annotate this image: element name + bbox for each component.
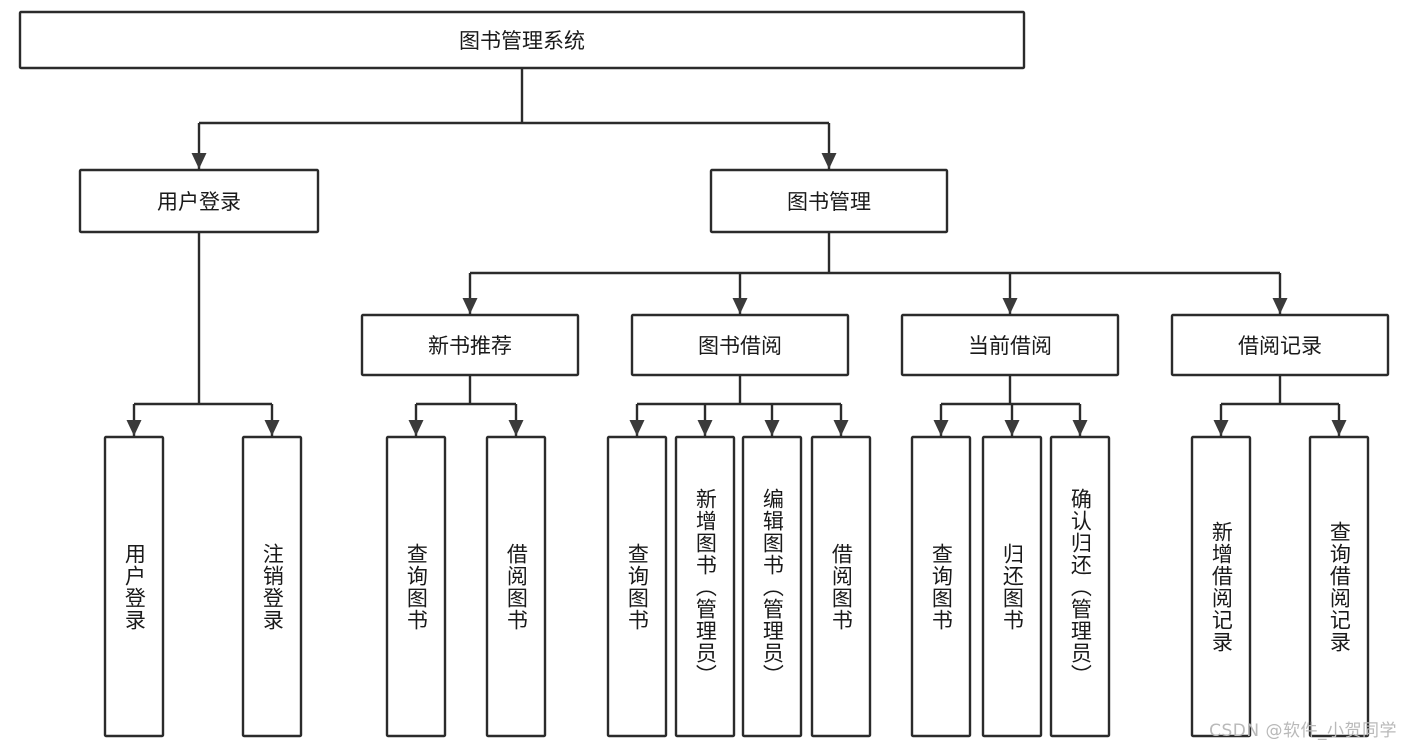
leaf-box[interactable] — [485, 435, 547, 738]
leaf-box[interactable] — [103, 435, 165, 738]
level3-node-new-book-rec[interactable]: 新书推荐 — [360, 313, 580, 377]
leaf-box[interactable] — [674, 435, 736, 738]
connector-arrowhead — [1072, 420, 1088, 436]
connector-arrowhead — [764, 420, 780, 436]
level3-node-current-borrow[interactable]: 当前借阅 — [900, 313, 1120, 377]
node-box[interactable] — [78, 168, 320, 234]
connector-arrowhead — [1002, 298, 1018, 314]
node-label: 图书管理 — [787, 190, 871, 214]
level2-node-user-login[interactable]: 用户登录 — [78, 168, 320, 234]
connector-arrowhead — [697, 420, 713, 436]
node-label: 当前借阅 — [968, 334, 1052, 358]
node-label: 新书推荐 — [428, 334, 512, 358]
connector-arrowhead — [126, 420, 142, 436]
leaf-box[interactable] — [1049, 435, 1111, 738]
connector-arrowhead — [933, 420, 949, 436]
connector-arrowhead — [191, 153, 207, 169]
node-label: 图书借阅 — [698, 334, 782, 358]
connector-arrowhead — [1331, 420, 1347, 436]
node-box[interactable] — [18, 10, 1026, 70]
leaf-box[interactable] — [241, 435, 303, 738]
connector-arrowhead — [833, 420, 849, 436]
leaf-box[interactable] — [981, 435, 1043, 738]
connector-arrowhead — [629, 420, 645, 436]
csdn-watermark: CSDN @软件_小贺同学 — [1209, 721, 1397, 741]
level3-node-book-borrow[interactable]: 图书借阅 — [630, 313, 850, 377]
leaf-box[interactable] — [910, 435, 972, 738]
node-label: 用户登录 — [157, 190, 241, 214]
node-box[interactable] — [630, 313, 850, 377]
node-box[interactable] — [1170, 313, 1390, 377]
leaf-box[interactable] — [385, 435, 447, 738]
node-label: 借阅记录 — [1238, 334, 1322, 358]
node-box[interactable] — [360, 313, 580, 377]
connector-arrowhead — [1272, 298, 1288, 314]
leaf-box[interactable] — [741, 435, 803, 738]
connector-arrowhead — [821, 153, 837, 169]
connector-arrowhead — [508, 420, 524, 436]
level2-node-book-manage[interactable]: 图书管理 — [709, 168, 949, 234]
connector-arrowhead — [1213, 420, 1229, 436]
connector-arrowhead — [1004, 420, 1020, 436]
connectors-layer — [126, 68, 1347, 436]
root-node[interactable]: 图书管理系统 — [18, 10, 1026, 70]
leaf-box[interactable] — [1308, 435, 1370, 738]
level3-node-borrow-record[interactable]: 借阅记录 — [1170, 313, 1390, 377]
leaf-box[interactable] — [606, 435, 668, 738]
connector-arrowhead — [732, 298, 748, 314]
connector-arrowhead — [264, 420, 280, 436]
leaf-box[interactable] — [1190, 435, 1252, 738]
leaf-box[interactable] — [810, 435, 872, 738]
connector-arrowhead — [462, 298, 478, 314]
node-label: 图书管理系统 — [459, 29, 585, 53]
node-box[interactable] — [900, 313, 1120, 377]
connector-arrowhead — [408, 420, 424, 436]
node-box[interactable] — [709, 168, 949, 234]
